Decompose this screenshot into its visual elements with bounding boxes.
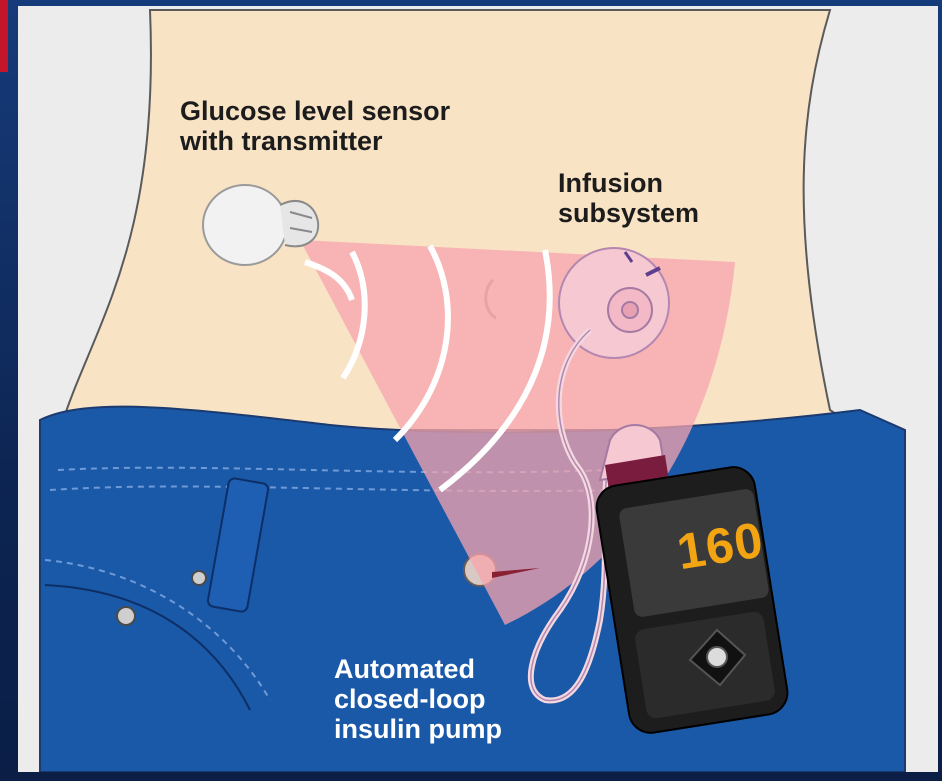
illustration-panel: Glucose level sensor with transmitter In… bbox=[18, 6, 938, 772]
pump-label-line-2: closed-loop bbox=[334, 684, 502, 714]
sensor-label-line-1: Glucose level sensor bbox=[180, 96, 450, 126]
sensor-label-line-2: with transmitter bbox=[180, 126, 450, 156]
rivet-2 bbox=[117, 607, 135, 625]
pump-label: Automated closed-loop insulin pump bbox=[334, 654, 502, 744]
infusion-label: Infusion subsystem bbox=[558, 168, 699, 228]
rivet-1 bbox=[192, 571, 206, 585]
pump-center-button bbox=[707, 647, 727, 667]
pump-label-line-1: Automated bbox=[334, 654, 502, 684]
accent-tab bbox=[0, 0, 8, 72]
infusion-label-line-1: Infusion bbox=[558, 168, 699, 198]
pump-label-line-3: insulin pump bbox=[334, 714, 502, 744]
sensor-label: Glucose level sensor with transmitter bbox=[180, 96, 450, 156]
infusion-label-line-2: subsystem bbox=[558, 198, 699, 228]
